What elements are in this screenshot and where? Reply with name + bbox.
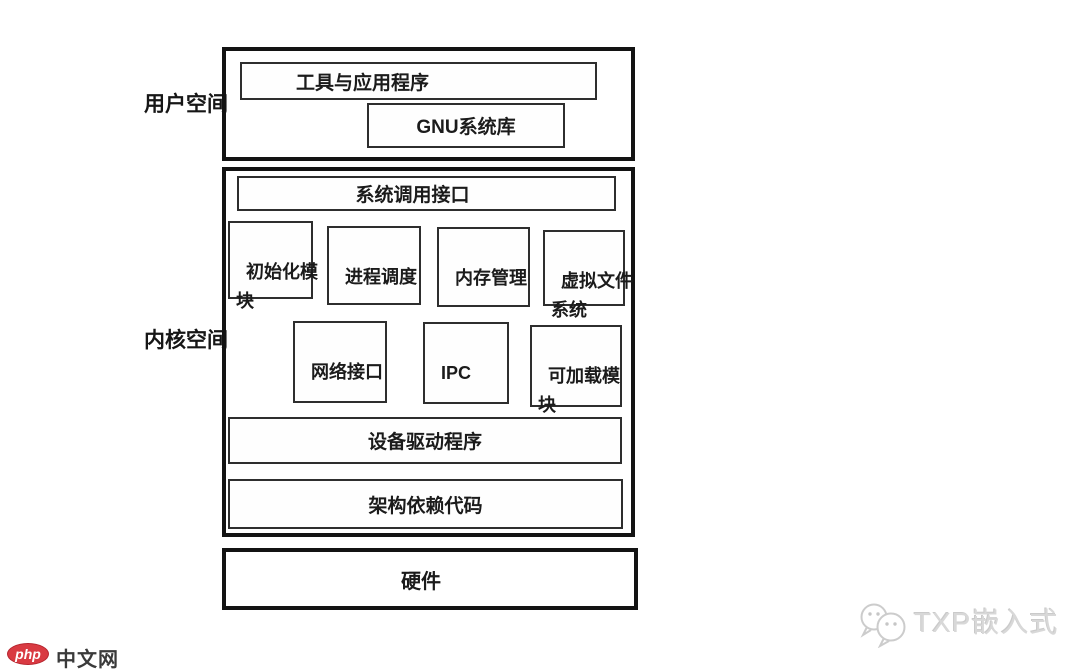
php-logo: php bbox=[7, 643, 49, 665]
ipc-label: IPC bbox=[441, 362, 472, 383]
tools-apps-box: 工具与应用程序 bbox=[240, 62, 597, 100]
syscall-interface-box: 系统调用接口 bbox=[237, 176, 616, 211]
virtual-filesystem-label: 虚拟文件 系统 bbox=[551, 270, 634, 320]
wechat-account-watermark: TXP嵌入式 bbox=[914, 607, 1059, 638]
tools-apps-label: 工具与应用程序 bbox=[296, 72, 430, 94]
gnu-library-label: GNU系统库 bbox=[416, 117, 516, 138]
memory-management-box: 内存管理 bbox=[437, 227, 530, 307]
arch-dependent-code-box: 架构依赖代码 bbox=[228, 479, 623, 529]
php-logo-text: php bbox=[15, 646, 41, 662]
gnu-library-box: GNU系统库 bbox=[367, 103, 565, 148]
loadable-module-box: 可加载模 块 bbox=[530, 325, 622, 415]
device-drivers-box: 设备驱动程序 bbox=[228, 417, 622, 464]
hardware-box: 硬件 bbox=[222, 548, 638, 610]
kernel-space-box bbox=[222, 167, 635, 537]
user-space-label: 用户空间 bbox=[144, 93, 228, 116]
php-site-label: 中文网 bbox=[56, 649, 119, 671]
ipc-box: IPC bbox=[423, 322, 509, 404]
process-scheduler-label: 进程调度 bbox=[345, 266, 418, 287]
network-interface-label: 网络接口 bbox=[311, 361, 384, 382]
network-interface-box: 网络接口 bbox=[293, 321, 387, 403]
kernel-space-label: 内核空间 bbox=[144, 329, 228, 352]
device-drivers-label: 设备驱动程序 bbox=[367, 432, 482, 453]
hardware-label: 硬件 bbox=[401, 570, 441, 593]
syscall-interface-label: 系统调用接口 bbox=[355, 185, 470, 206]
init-module-box: 初始化模 块 bbox=[228, 221, 318, 311]
init-module-label: 初始化模 块 bbox=[236, 261, 319, 311]
process-scheduler-box: 进程调度 bbox=[327, 226, 421, 305]
wechat-icon bbox=[856, 602, 912, 653]
memory-management-label: 内存管理 bbox=[455, 267, 528, 288]
arch-dependent-code-label: 架构依赖代码 bbox=[368, 495, 483, 517]
loadable-module-label: 可加载模 块 bbox=[538, 365, 621, 415]
virtual-filesystem-box: 虚拟文件 系统 bbox=[543, 230, 633, 320]
user-space-box bbox=[222, 47, 635, 161]
